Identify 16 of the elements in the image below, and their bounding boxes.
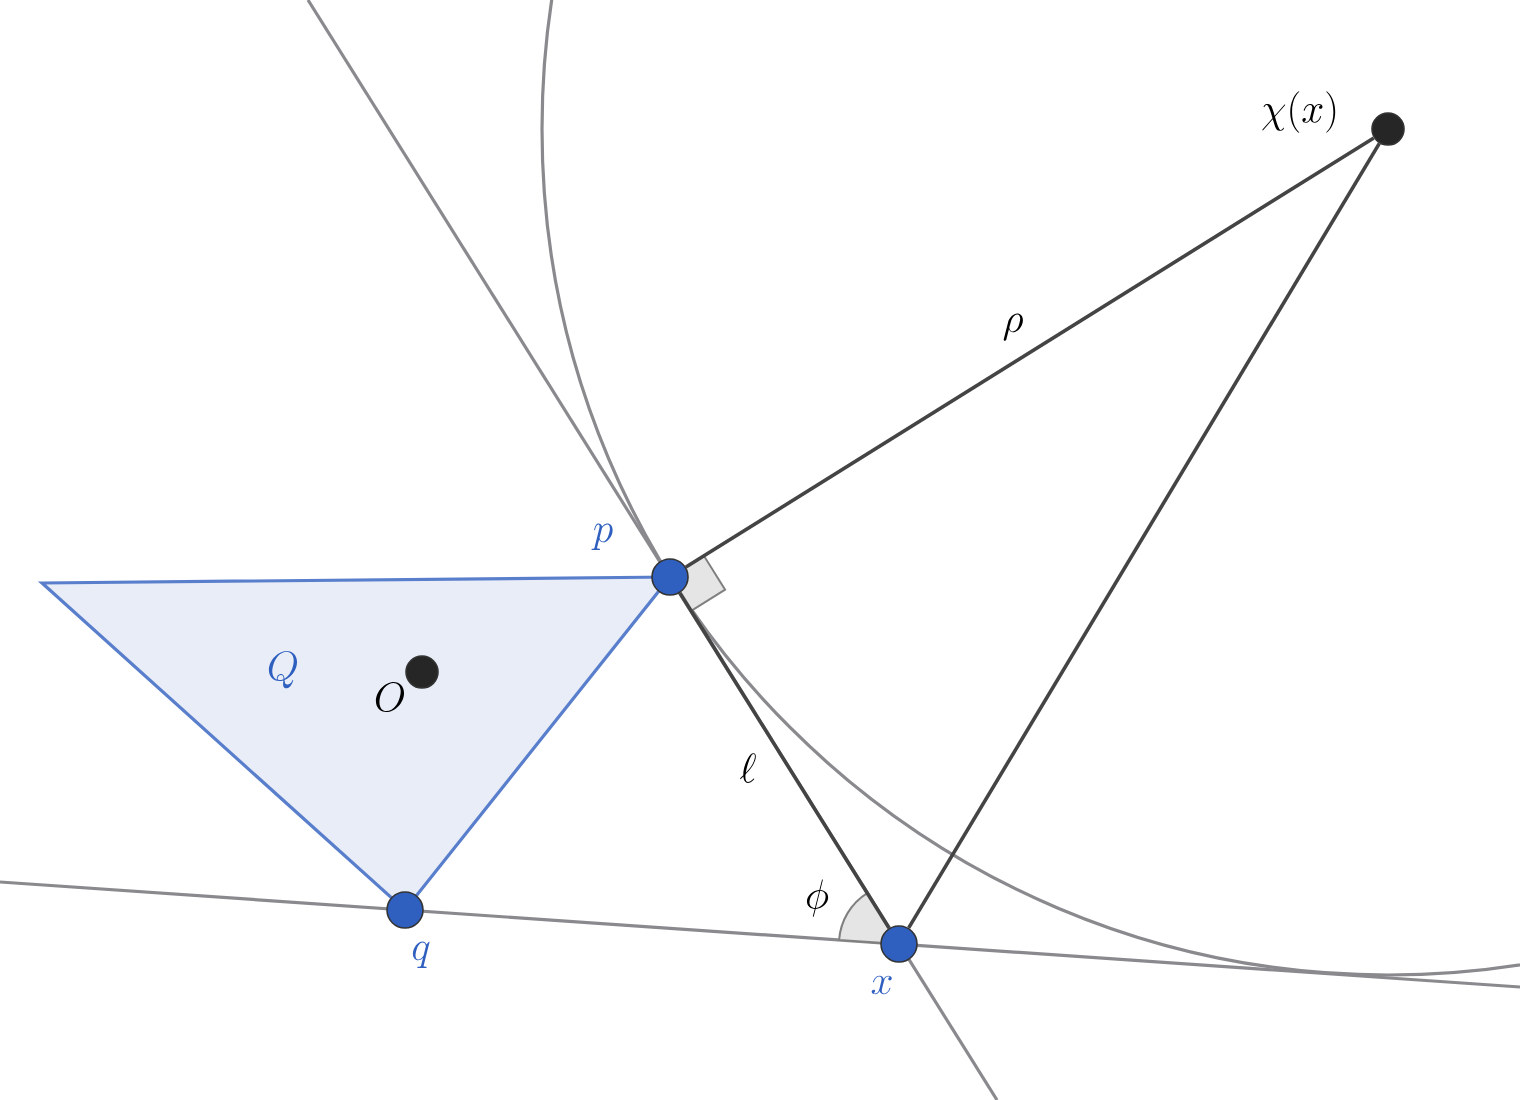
line-segment — [685, 136, 1375, 569]
line-segment — [678, 592, 891, 929]
point: $O$ — [375, 655, 439, 713]
node-label: $q$ — [412, 941, 430, 968]
point: $p$ — [591, 523, 689, 596]
node-label: $p$ — [591, 523, 613, 550]
point: $x$ — [871, 925, 918, 995]
edge-label: $\ell$ — [737, 751, 759, 785]
node-label: $O$ — [375, 681, 405, 713]
line-segment — [907, 142, 1381, 929]
angle-label: $\phi$ — [806, 879, 829, 917]
node-label: $x$ — [871, 975, 892, 995]
node-label: $\chi(x)$ — [1262, 91, 1336, 133]
point: $q$ — [386, 891, 430, 968]
point: $\chi(x)$ — [1262, 91, 1405, 146]
edge-label: $\rho$ — [1000, 312, 1026, 342]
